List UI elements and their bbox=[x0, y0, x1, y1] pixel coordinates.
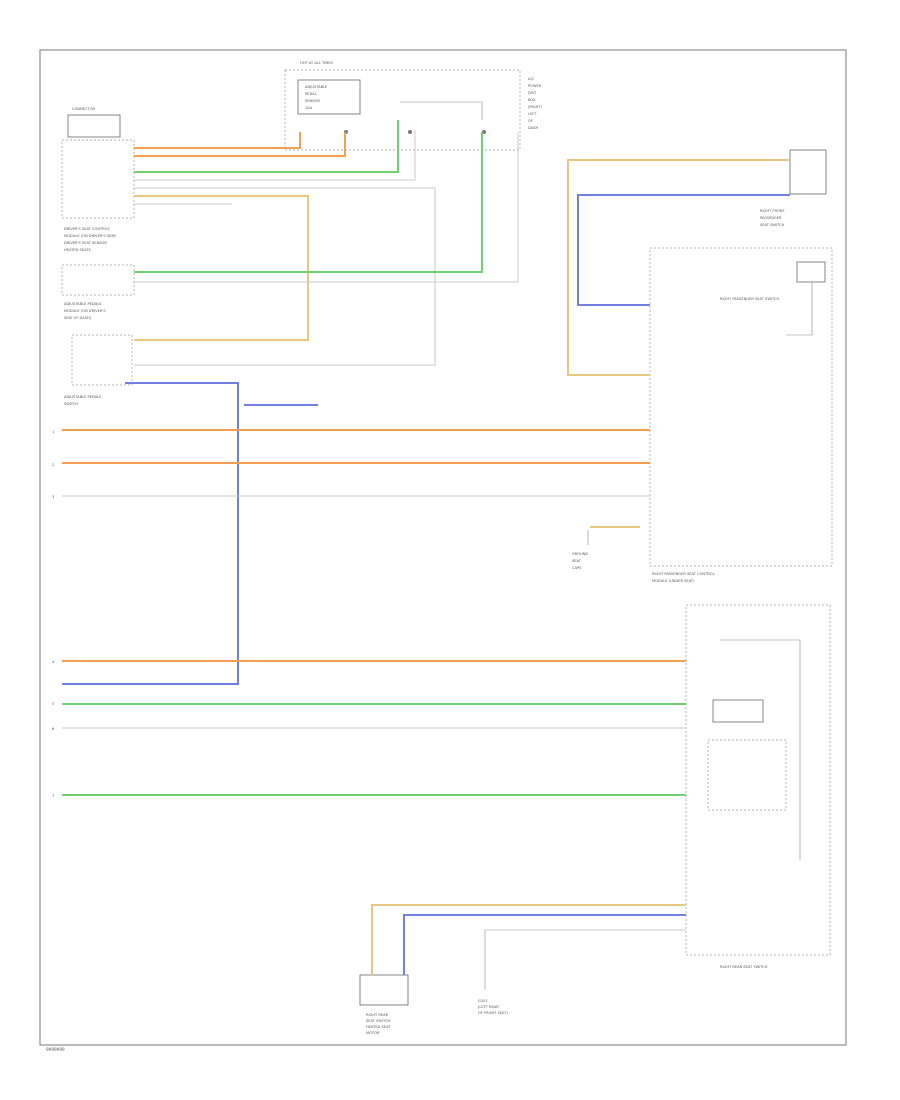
svg-text:SEAT SWITCH: SEAT SWITCH bbox=[366, 1019, 390, 1023]
ground-seat: GROUND SEAT CAPS bbox=[572, 530, 588, 570]
ground-g301: G301 (LEFT REAR OF FRONT SEAT) bbox=[478, 930, 508, 1015]
row-number: 5 bbox=[52, 702, 54, 706]
left-connector-component: CONNECTOR DRIVER'S SEAT CONTROL MODULE (… bbox=[61, 107, 135, 406]
svg-text:OF FRONT SEAT): OF FRONT SEAT) bbox=[478, 1011, 508, 1015]
svg-text:CAPS: CAPS bbox=[572, 566, 582, 570]
row-number: 2 bbox=[52, 463, 54, 467]
row-number: 3 bbox=[52, 495, 54, 499]
svg-text:DASH: DASH bbox=[528, 126, 538, 130]
blue-wire bbox=[577, 194, 790, 306]
svg-text:LEFT: LEFT bbox=[528, 112, 537, 116]
row-number: 6 bbox=[52, 727, 55, 731]
svg-text:ADJUSTABLE PEDALS: ADJUSTABLE PEDALS bbox=[64, 302, 102, 306]
green-wire bbox=[134, 132, 483, 273]
green-wire bbox=[134, 120, 399, 173]
rear-switch-box bbox=[712, 699, 764, 723]
diagram-border bbox=[39, 49, 847, 1046]
svg-text:MODULE (ON DRIVER'S: MODULE (ON DRIVER'S bbox=[64, 309, 106, 313]
orange-wire bbox=[134, 132, 346, 157]
svg-text:RIGHT PASSENGER SEAT CONTROL: RIGHT PASSENGER SEAT CONTROL bbox=[652, 572, 715, 576]
svg-text:A/C: A/C bbox=[528, 77, 535, 81]
svg-text:BOX: BOX bbox=[528, 98, 536, 102]
right-rear-switch: RIGHT REAR SEAT SWITCH bbox=[685, 604, 831, 969]
svg-text:SEAT: SEAT bbox=[572, 559, 582, 563]
svg-text:G301: G301 bbox=[478, 999, 488, 1003]
svg-text:SWITCH: SWITCH bbox=[64, 402, 78, 406]
svg-text:DIST: DIST bbox=[528, 91, 537, 95]
gray-wire bbox=[134, 187, 436, 366]
rear-switch-line bbox=[720, 639, 801, 860]
svg-text:RIGHT REAR SEAT SWITCH: RIGHT REAR SEAT SWITCH bbox=[720, 965, 768, 969]
svg-text:PASSENGER: PASSENGER bbox=[760, 216, 782, 220]
svg-text:ADJUSTABLE PEDALS: ADJUSTABLE PEDALS bbox=[64, 395, 102, 399]
pedal-switch-body bbox=[71, 334, 133, 386]
fuse-internal-line bbox=[400, 101, 483, 120]
row-number: 1 bbox=[52, 430, 54, 434]
fuse-box-outline bbox=[284, 69, 521, 151]
svg-text:MODULE (ON DRIVER'S SIDE): MODULE (ON DRIVER'S SIDE) bbox=[64, 234, 117, 238]
fuse-line-4: 10A bbox=[305, 106, 313, 110]
connector-title: CONNECTOR bbox=[72, 107, 96, 111]
blue-wire bbox=[403, 914, 686, 975]
bottom-motor: RIGHT REAR SEAT SWITCH HEATED SEAT MOTOR bbox=[359, 974, 409, 1035]
rear-switch-outline bbox=[685, 604, 831, 956]
blue-wire bbox=[62, 382, 239, 685]
left-row-numbers: 1 2 3 4 5 6 7 bbox=[52, 430, 55, 798]
right-top-switch: RIGHT FRONT PASSENGER SEAT SWITCH bbox=[760, 149, 827, 227]
switch-body bbox=[789, 149, 827, 195]
svg-text:SIDE OF DASH): SIDE OF DASH) bbox=[64, 316, 92, 320]
module-title: RIGHT PASSENGER SEAT SWITCH bbox=[720, 297, 779, 301]
svg-text:MODULE (UNDER SEAT): MODULE (UNDER SEAT) bbox=[652, 579, 695, 583]
svg-text:DRIVER'S SEAT SENSOR: DRIVER'S SEAT SENSOR bbox=[64, 241, 107, 245]
svg-text:SEAT SWITCH: SEAT SWITCH bbox=[760, 223, 784, 227]
fuse-line-3: SENSOR bbox=[305, 99, 320, 103]
svg-text:(LEFT REAR: (LEFT REAR bbox=[478, 1005, 499, 1009]
footer-code: 9999999 bbox=[46, 1047, 65, 1052]
orange-wire bbox=[134, 132, 301, 149]
connector-head bbox=[67, 114, 121, 138]
svg-text:RIGHT FRONT: RIGHT FRONT bbox=[760, 209, 785, 213]
svg-text:GROUND: GROUND bbox=[572, 552, 588, 556]
tan-wire bbox=[567, 159, 790, 376]
module-sensor-line bbox=[786, 282, 813, 336]
svg-text:MOTOR: MOTOR bbox=[366, 1031, 380, 1035]
top-right-note: A/C POWER DIST BOX (RIGHT) LEFT OF DASH bbox=[528, 77, 543, 130]
svg-text:RIGHT REAR: RIGHT REAR bbox=[366, 1013, 389, 1017]
tan-wire bbox=[371, 904, 686, 975]
fuse-box-title: HOT AT ALL TIMES bbox=[300, 61, 334, 65]
svg-text:POWER: POWER bbox=[528, 84, 542, 88]
row-number: 7 bbox=[52, 794, 54, 798]
gray-wire bbox=[134, 130, 416, 181]
pedal-module-body bbox=[61, 264, 135, 296]
svg-text:HEATED SEAT: HEATED SEAT bbox=[366, 1025, 391, 1029]
rear-switch-inner bbox=[707, 739, 787, 811]
right-passenger-module: RIGHT PASSENGER SEAT SWITCH RIGHT PASSEN… bbox=[649, 247, 833, 583]
svg-text:HEATED SEATS: HEATED SEATS bbox=[64, 248, 91, 252]
fuse-terminal bbox=[408, 130, 412, 134]
row-number: 4 bbox=[52, 660, 55, 664]
tan-wire bbox=[134, 195, 309, 341]
svg-text:DRIVER'S SEAT CONTROL: DRIVER'S SEAT CONTROL bbox=[64, 227, 110, 231]
svg-text:(RIGHT): (RIGHT) bbox=[528, 105, 543, 109]
connector-body bbox=[61, 139, 135, 219]
motor-body bbox=[359, 974, 409, 1006]
svg-text:OF: OF bbox=[528, 119, 533, 123]
module-outline bbox=[649, 247, 833, 567]
fuse-label-box bbox=[297, 79, 361, 115]
wires bbox=[62, 120, 790, 975]
gray-wire bbox=[134, 132, 519, 283]
module-sensor bbox=[796, 261, 826, 283]
fuse-line-1: ADJUSTABLE bbox=[305, 85, 328, 89]
top-fuse-block: HOT AT ALL TIMES ADJUSTABLE PEDAL SENSOR… bbox=[284, 61, 521, 151]
fuse-line-2: PEDAL bbox=[305, 92, 317, 96]
